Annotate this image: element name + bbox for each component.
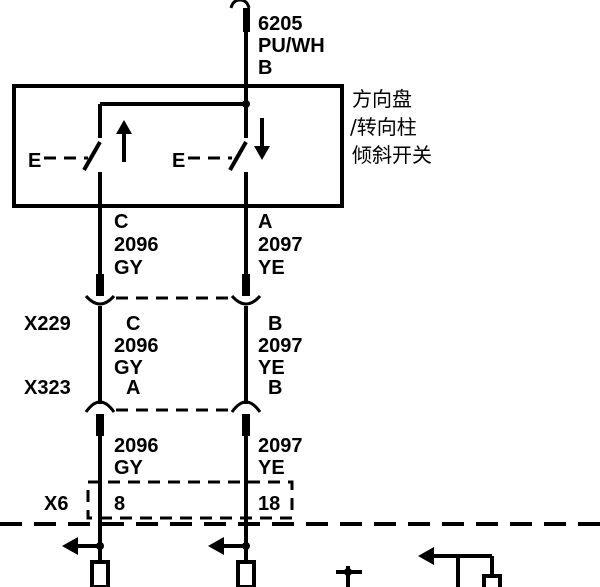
lower-left-circuit: 2096: [114, 435, 159, 457]
top-wire: [229, 0, 251, 104]
right-input-arrow-icon: [208, 537, 224, 555]
partial-device: [482, 574, 502, 587]
switch-label-line3: 倾斜开关: [352, 143, 432, 167]
connector-x6: [86, 480, 294, 520]
left-upper-circuit: 2096: [114, 234, 159, 256]
right-upper-color: YE: [258, 257, 285, 279]
left-input-arrow: [62, 537, 110, 587]
top-terminal-arc: [229, 0, 251, 9]
top-wire-color: PU/WH: [258, 35, 325, 57]
x229-right-pin: B: [268, 313, 282, 335]
right-switch-contact: E: [172, 104, 270, 206]
mid-left-circuit: 2096: [114, 335, 159, 357]
left-switch-contact: E: [28, 100, 250, 206]
left-upper-pin: C: [114, 211, 128, 233]
left-upper-color: GY: [114, 257, 144, 279]
left-switch-ground-letter: E: [28, 150, 41, 172]
mid-right-circuit: 2097: [258, 335, 303, 357]
mid-right-color: YE: [258, 357, 285, 379]
switch-label-line2: /转向柱: [350, 115, 417, 139]
right-input-arrow: [208, 537, 256, 587]
x229-right-arc: [230, 294, 262, 306]
x6-left-pin: 8: [114, 493, 125, 515]
x323-left-pin: A: [126, 377, 140, 399]
bottom-right-partial-circuit: [336, 547, 502, 587]
right-input-device: [236, 560, 256, 587]
x323-left-arc: [84, 400, 116, 413]
x323-right-pin: B: [268, 377, 282, 399]
connector-x229: [84, 294, 262, 306]
top-terminal-pin: [243, 8, 250, 32]
top-wire-pin: B: [258, 57, 272, 79]
x229-left-arc: [84, 294, 116, 306]
up-arrow-icon: [116, 120, 132, 134]
right-switch-ground-letter: E: [172, 150, 185, 172]
mid-left-color: GY: [114, 357, 144, 379]
tilt-switch-box: [12, 84, 344, 208]
right-lower-terminal-pin: [242, 414, 250, 436]
left-input-device: [90, 560, 110, 587]
left-input-arrow-icon: [62, 537, 78, 555]
connector-x323: [84, 400, 262, 413]
x6-dashed-box: [86, 480, 294, 520]
lower-left-color: GY: [114, 457, 144, 479]
partial-junction-a: [344, 568, 352, 576]
x6-name: X6: [44, 493, 68, 515]
partial-left-arrow-icon: [418, 547, 434, 565]
left-upper-terminal-pin: [96, 274, 104, 296]
right-input-junction: [242, 542, 250, 550]
lower-right-circuit: 2097: [258, 435, 303, 457]
x323-name: X323: [24, 377, 71, 399]
right-upper-pin: A: [258, 211, 272, 233]
top-wire-circuit: 6205: [258, 13, 303, 35]
right-upper-terminal-pin: [242, 274, 250, 296]
left-lower-terminal-pin: [96, 414, 104, 436]
right-switch-blade: [228, 141, 248, 171]
right-upper-circuit: 2097: [258, 234, 303, 256]
x229-name: X229: [24, 313, 71, 335]
switch-label-line1: 方向盘: [352, 87, 412, 111]
x323-right-arc: [230, 400, 262, 413]
lower-right-color: YE: [258, 457, 285, 479]
x6-right-pin: 18: [258, 493, 280, 515]
left-input-junction: [96, 542, 104, 550]
down-arrow-icon: [254, 146, 270, 160]
x229-left-pin: C: [126, 313, 140, 335]
left-switch-blade: [82, 141, 102, 171]
